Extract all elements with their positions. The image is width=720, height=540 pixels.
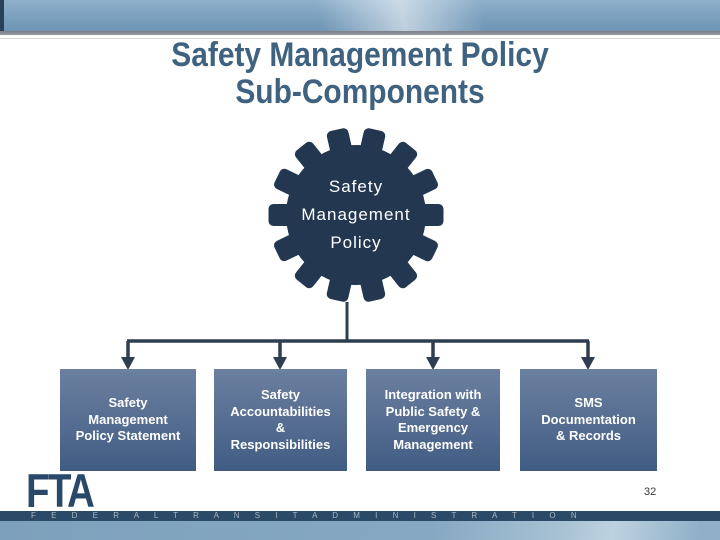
flow-box-line: Safety — [108, 395, 148, 411]
gear-icon — [268, 128, 444, 302]
top-band-separator-line — [0, 31, 720, 35]
fta-logo-subtext-bar: F E D E R A L T R A N S I T A D M I N I … — [0, 511, 720, 521]
bottom-decor-band — [0, 521, 720, 540]
top-band-separator-line-thin — [0, 38, 720, 39]
slide-title-line-1: Safety Management Policy — [171, 36, 549, 74]
flow-box-line: Responsibilities — [230, 436, 331, 452]
page-number: 32 — [644, 486, 657, 498]
gear-label-line-1: Safety — [328, 177, 384, 196]
flow-box-line: Integration with — [384, 387, 482, 402]
gear-label-line-2: Management — [301, 205, 411, 224]
flow-box-line: Documentation — [541, 411, 636, 427]
flow-box-documentation: SMS Documentation & Records — [520, 369, 657, 471]
gear-label: Safety Management Policy — [261, 120, 451, 310]
flow-box-line: Accountabilities — [230, 403, 331, 419]
flow-box-line: Management — [88, 411, 168, 427]
flow-box-line: & Records — [555, 428, 622, 444]
flow-box-line: Policy Statement — [75, 428, 181, 444]
flow-box-line: Emergency — [397, 420, 469, 435]
flow-box-line: Management — [393, 436, 473, 452]
flow-box-line: SMS — [574, 395, 603, 411]
flow-box-line: Public Safety & — [385, 403, 481, 419]
fta-logo: FTA — [26, 464, 95, 517]
flow-box-integration: Integration with Public Safety & Emergen… — [366, 369, 500, 471]
gear-label-line-3: Policy — [330, 233, 382, 252]
flow-box-line: & — [275, 420, 286, 435]
flow-box-policy-statement: Safety Management Policy Statement — [60, 369, 196, 471]
top-decor-band — [0, 0, 720, 31]
top-band-corner-accent — [0, 0, 4, 31]
slide-title-line-2: Sub-Components — [235, 73, 485, 111]
slide-title: Safety Management Policy Sub-Components — [0, 37, 720, 111]
flow-box-accountabilities: Safety Accountabilities & Responsibiliti… — [214, 369, 347, 471]
flow-box-line: Safety — [260, 387, 301, 402]
